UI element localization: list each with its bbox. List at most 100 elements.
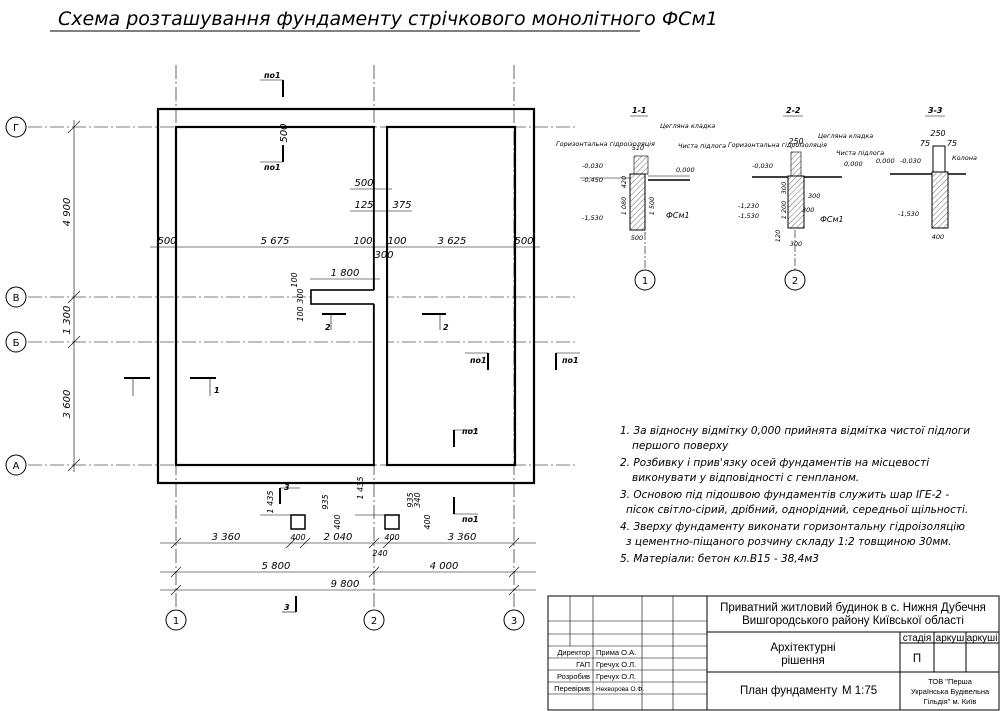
svg-text:Горизонтальна гідроізоляція: Горизонтальна гідроізоляція [556, 140, 655, 148]
cut-label-2b: 2 [443, 323, 449, 332]
notes: 1. За відносну відмітку 0,000 прийнята в… [620, 425, 970, 565]
svg-text:аркуш: аркуш [936, 633, 965, 644]
dim-3600: 3 600 [62, 390, 73, 419]
section-name-line1: Архітектурні [770, 642, 835, 654]
svg-text:400: 400 [290, 533, 305, 542]
svg-text:-1,530: -1,530 [582, 214, 603, 222]
svg-text:3. Основою під підошвою фундам: 3. Основою під підошвою фундаментів служ… [620, 489, 949, 501]
svg-text:75: 75 [920, 139, 930, 148]
svg-text:Розробив: Розробив [557, 672, 590, 681]
svg-text:1. За відносну відмітку 0,000: 1. За відносну відмітку 0,000 прийнята в… [620, 425, 970, 437]
svg-text:300: 300 [780, 182, 788, 194]
project-title-line1: Приватний житловий будинок в с. Нижня Ду… [720, 602, 986, 614]
dim-1300: 1 300 [62, 306, 73, 335]
dim-2040: 2 040 [324, 532, 353, 543]
axis-bubble-g: Г [5, 116, 27, 138]
svg-text:400: 400 [384, 533, 399, 542]
bottom-dimension-chains [160, 537, 536, 596]
approvals: Директор Прима О.А. ГАП Гречух О.Л. Розр… [554, 648, 644, 693]
svg-text:ГАП: ГАП [576, 660, 590, 669]
cut-label-po1-c: по1 [470, 356, 487, 365]
svg-text:4. Зверху фундаменту виконати: 4. Зверху фундаменту виконати горизонтал… [620, 521, 965, 533]
svg-text:1 080: 1 080 [620, 197, 628, 216]
svg-text:1: 1 [642, 276, 648, 287]
stage-value: П [913, 653, 921, 665]
dim-500-c: 500 [354, 178, 373, 189]
dim-500-r: 500 [514, 236, 533, 247]
section-1-1: 1-1 1 510 500 Цегляна кладка Чиста підло… [556, 106, 726, 291]
dim-5675: 5 675 [261, 236, 290, 247]
svg-text:1 435: 1 435 [266, 491, 275, 514]
svg-text:Цегляна кладка: Цегляна кладка [818, 132, 873, 140]
svg-text:510: 510 [632, 144, 644, 152]
svg-text:935: 935 [321, 494, 330, 509]
dim-3360-l: 3 360 [212, 532, 241, 543]
dim-100-b: 100 [387, 236, 406, 247]
axis-bubble-a: А [5, 454, 27, 476]
svg-text:-1,230: -1,230 [738, 202, 759, 210]
svg-text:0,000: 0,000 [876, 157, 895, 165]
svg-text:500: 500 [279, 123, 290, 142]
svg-text:-0,450: -0,450 [582, 176, 603, 184]
svg-text:Гільдія" м. Київ: Гільдія" м. Київ [924, 697, 977, 706]
svg-text:першого поверху: першого поверху [632, 440, 729, 452]
svg-text:Колона: Колона [952, 154, 977, 162]
svg-text:5. Матеріали: бетон кл.В15 - 3: 5. Матеріали: бетон кл.В15 - 38,4м3 [620, 553, 819, 565]
dim-9800: 9 800 [331, 579, 360, 590]
dim-375: 375 [392, 200, 411, 211]
svg-text:Гречух О.Л.: Гречух О.Л. [596, 672, 636, 681]
svg-text:400: 400 [423, 514, 432, 529]
axis-bubble-1: 1 [165, 609, 187, 631]
svg-text:2: 2 [792, 276, 798, 287]
svg-text:Чиста підлога: Чиста підлога [836, 149, 884, 157]
svg-text:А: А [13, 461, 20, 472]
svg-text:з цементно-піщаного розчину ск: з цементно-піщаного розчину складу 1:2 т… [626, 536, 952, 548]
dim-3625: 3 625 [438, 236, 467, 247]
svg-text:1 500: 1 500 [648, 197, 656, 216]
cut-label-po1-a: по1 [264, 71, 281, 80]
project-title-line2: Вишгородського району Київської області [742, 615, 964, 627]
svg-text:120: 120 [774, 230, 782, 242]
svg-text:пісок світло-сірий, дрібний, о: пісок світло-сірий, дрібний, однорідний,… [626, 504, 968, 516]
dim-1800: 1 800 [331, 268, 360, 279]
svg-text:240: 240 [372, 549, 387, 558]
svg-text:Горизонтальна гідроізоляція: Горизонтальна гідроізоляція [728, 141, 827, 149]
svg-text:Директор: Директор [557, 648, 590, 657]
svg-text:75: 75 [947, 139, 957, 148]
sheet-name: План фундаменту [740, 685, 838, 697]
svg-text:1 200: 1 200 [780, 201, 788, 220]
svg-text:400: 400 [333, 514, 342, 529]
svg-text:300: 300 [296, 288, 305, 303]
section-2-2: 2-2 2 250 Цегляна кладка Чиста підлога Г… [728, 106, 884, 291]
svg-text:0,000: 0,000 [844, 160, 863, 168]
svg-text:ФСм1: ФСм1 [820, 215, 844, 224]
left-dimension-chain [67, 120, 81, 472]
svg-text:ФСм1: ФСм1 [666, 211, 690, 220]
cut-label-3b: 3 [284, 603, 290, 612]
svg-text:Українська Будівельна: Українська Будівельна [911, 687, 990, 696]
svg-text:0,000: 0,000 [676, 166, 695, 174]
svg-text:Б: Б [13, 338, 20, 349]
svg-text:2. Розбивку і прив'язку осей ф: 2. Розбивку і прив'язку осей фундаментів… [620, 457, 929, 469]
svg-text:340: 340 [413, 492, 422, 507]
svg-text:935: 935 [406, 492, 415, 507]
cut-label-1: 1 [214, 386, 220, 395]
svg-text:виконувати у відповідності с г: виконувати у відповідності с генпланом. [632, 472, 859, 484]
svg-text:100: 100 [290, 272, 299, 287]
dim-500-l: 500 [157, 236, 176, 247]
axis-bubble-b: Б [5, 331, 27, 353]
svg-text:Цегляна кладка: Цегляна кладка [660, 122, 715, 130]
cut-marks [124, 79, 580, 613]
svg-text:-1,530: -1,530 [898, 210, 919, 218]
vertical-axis-lines [175, 65, 515, 610]
svg-text:ТОВ "Перша: ТОВ "Перша [928, 677, 973, 686]
svg-text:300: 300 [790, 240, 802, 248]
svg-text:Чиста підлога: Чиста підлога [678, 142, 726, 150]
cut-label-po1-e: по1 [462, 427, 479, 436]
columns [290, 514, 400, 530]
svg-text:3-3: 3-3 [928, 106, 943, 115]
axis-bubble-v: В [5, 286, 27, 308]
cut-label-2a: 2 [325, 323, 331, 332]
svg-text:3: 3 [511, 616, 517, 627]
